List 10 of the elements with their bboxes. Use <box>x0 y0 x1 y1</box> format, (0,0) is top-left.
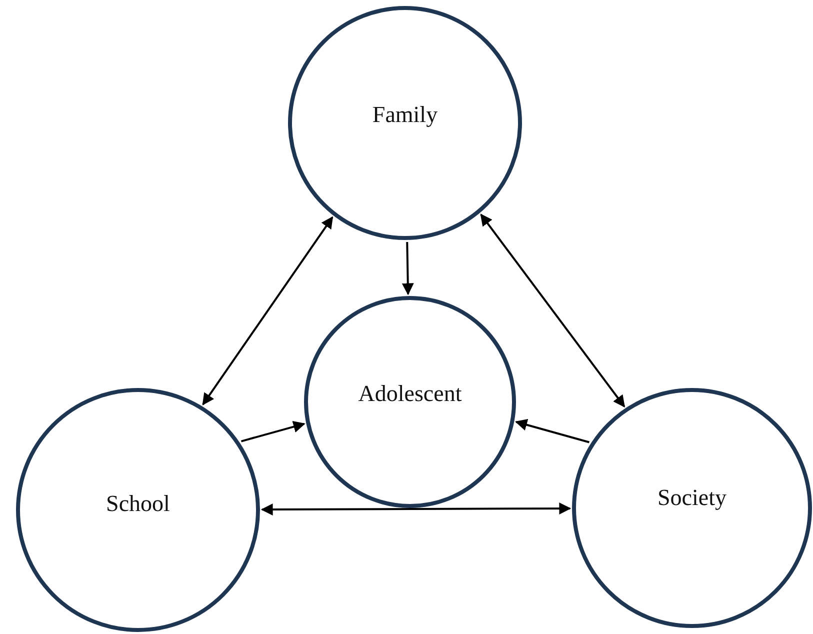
arrow <box>402 242 414 296</box>
arrow <box>260 502 572 516</box>
arrow <box>480 214 626 408</box>
node-label: Adolescent <box>358 381 462 407</box>
node-label: Society <box>658 485 726 511</box>
arrow <box>515 419 590 444</box>
node-label: School <box>106 491 170 517</box>
node-label: Family <box>372 102 438 128</box>
arrow <box>240 420 306 442</box>
arrow <box>202 216 334 406</box>
